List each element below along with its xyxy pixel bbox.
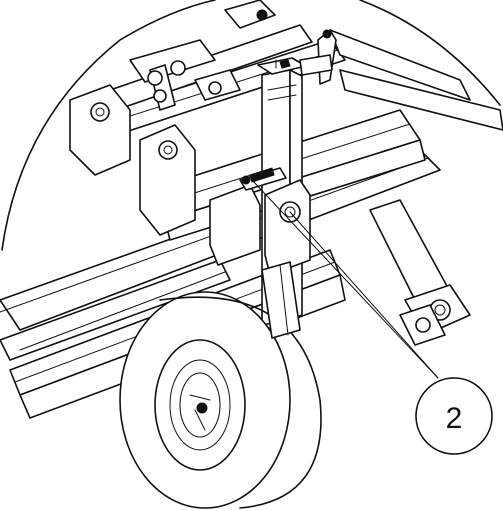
callout-label: 2 [446, 402, 463, 435]
upper-left-bracket [69, 84, 196, 236]
caster-arm [369, 199, 471, 346]
callout-circle [415, 377, 493, 455]
center-bracket [209, 167, 311, 276]
pin-handle [299, 29, 337, 85]
callout-2: 2 [415, 377, 493, 455]
callout-leaders [251, 179, 439, 379]
caster-wheel [119, 291, 322, 509]
wheel-fork [261, 261, 301, 339]
top-linkage [129, 0, 276, 111]
detail-circle-boundary [1, 0, 501, 251]
